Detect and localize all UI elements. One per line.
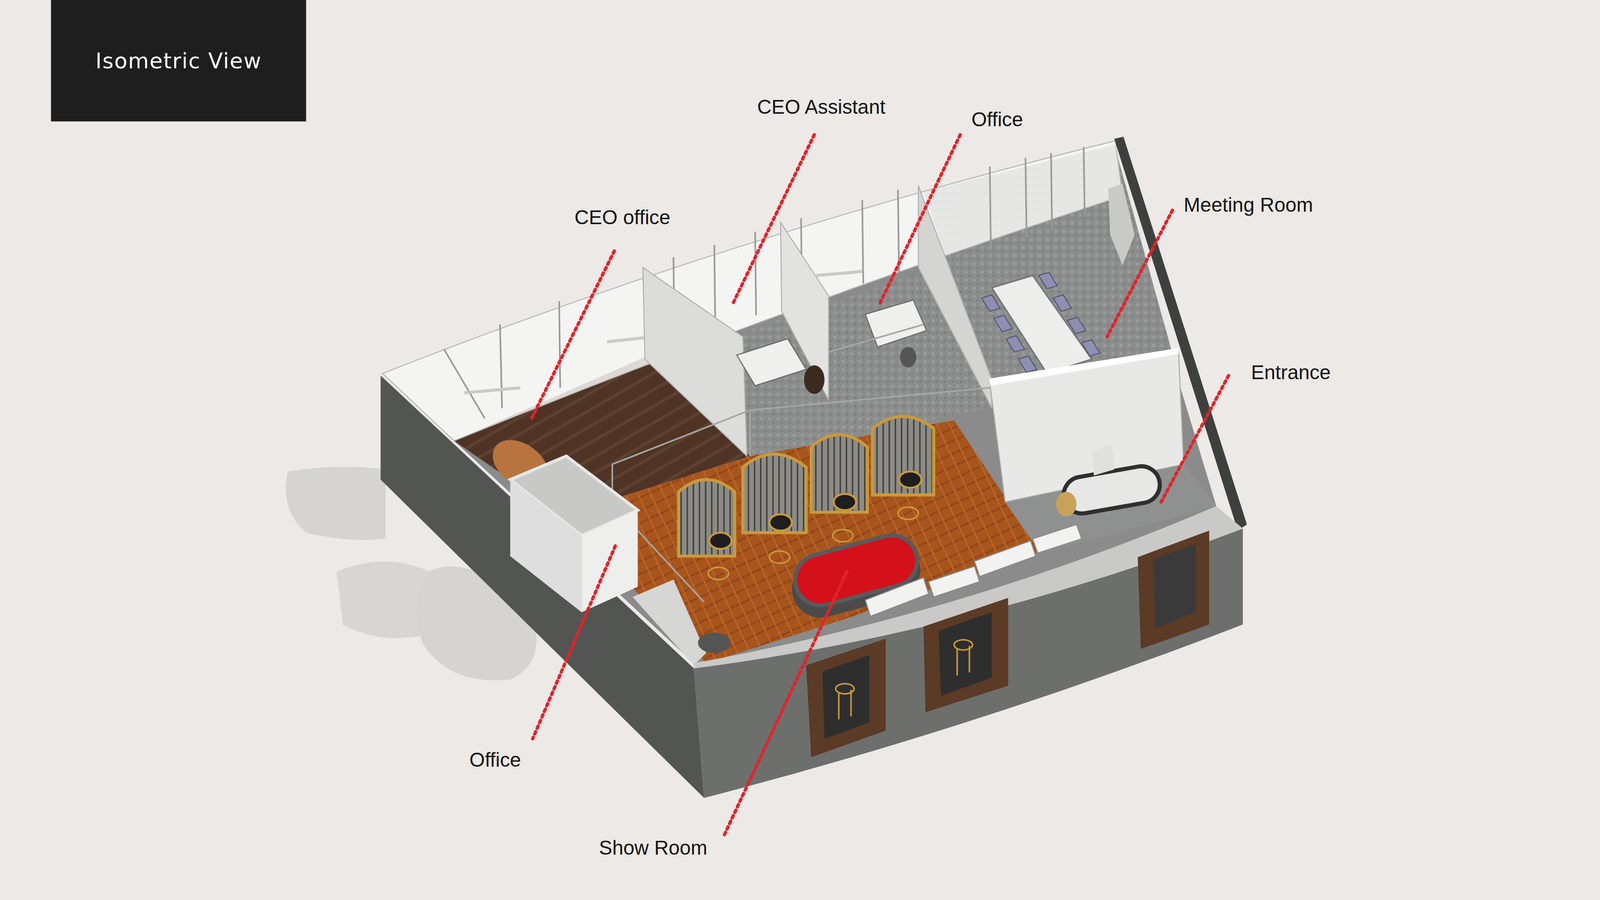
room-label: Entrance bbox=[1250, 360, 1331, 385]
room-label: Show Room bbox=[599, 835, 708, 860]
room-label: CEO Assistant bbox=[757, 95, 886, 119]
title: Isometric View bbox=[95, 48, 262, 74]
room-label: Meeting Room bbox=[1183, 193, 1314, 218]
room-label: CEO office bbox=[574, 205, 671, 230]
room-label: Office bbox=[469, 748, 522, 773]
room-label: Office bbox=[971, 107, 1023, 132]
title-box: Isometric View bbox=[50, 0, 306, 122]
